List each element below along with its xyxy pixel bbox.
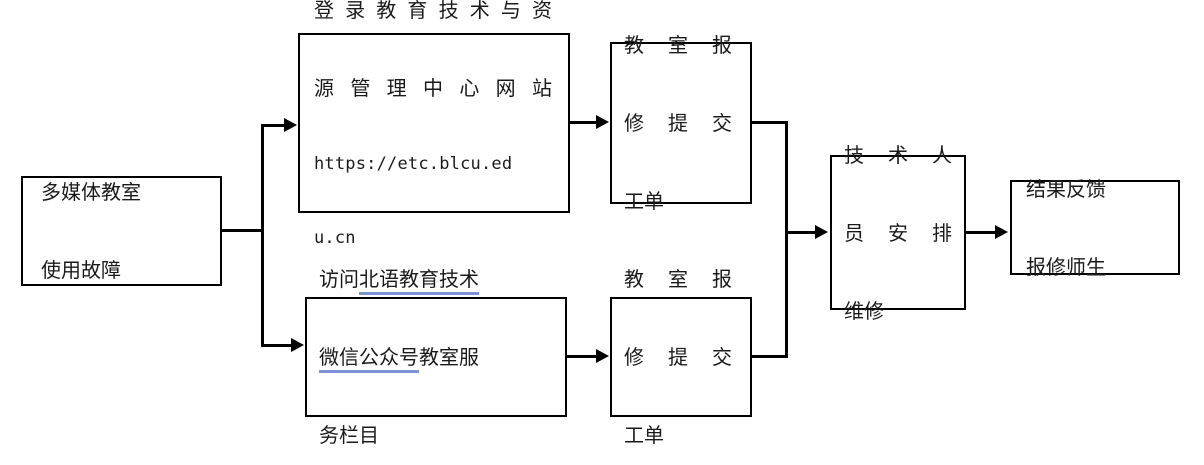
node-ticket-bottom-text: 教室报 修提交 工单 xyxy=(612,214,750,465)
node-wechat-line-3: 务栏目 xyxy=(319,423,379,447)
connector-ticket-top-to-merge xyxy=(752,121,788,124)
node-website-url-line-2: u.cn xyxy=(314,228,356,248)
arrowhead-into-technician xyxy=(815,225,828,239)
node-technician-line-2: 员安排 xyxy=(844,220,952,245)
node-website-line-1: 登录教育技术与资 xyxy=(314,0,552,22)
node-ticket-submit-bottom[interactable]: 教室报 修提交 工单 xyxy=(610,267,752,447)
node-start-line-1: 多媒体教室 xyxy=(41,180,141,204)
arrowhead-into-ticket-bottom xyxy=(596,349,609,363)
node-wechat-link-part-1[interactable]: 北语教育技术 xyxy=(359,267,479,295)
node-ticket-top-text: 教室报 修提交 工单 xyxy=(612,0,750,266)
node-start-multimedia-classroom-fault[interactable]: 多媒体教室 使用故障 xyxy=(21,176,222,286)
node-website-line-2: 源管理中心网站 xyxy=(314,75,552,100)
node-wechat-suffix-1: 教室服 xyxy=(419,345,479,369)
node-start-line-2: 使用故障 xyxy=(41,258,121,282)
arrowhead-into-result xyxy=(995,225,1008,239)
node-wechat-prefix: 访问 xyxy=(319,267,359,291)
connector-split-to-wechat xyxy=(261,344,294,347)
node-result-line-2: 报修师生 xyxy=(1026,254,1106,279)
node-technician-schedule-repair[interactable]: 技术人 员安排 维修 xyxy=(830,143,966,323)
node-website-url-line-1: https://etc.blcu.ed xyxy=(314,153,513,174)
connector-start-to-split xyxy=(222,229,264,232)
node-technician-line-1: 技术人 xyxy=(844,142,952,167)
node-wechat-line-1: 访问北语教育技术 xyxy=(319,266,559,295)
node-result-feedback[interactable]: 结果反馈 报修师生 xyxy=(1010,177,1180,279)
node-technician-text: 技术人 员安排 维修 xyxy=(832,90,964,376)
connector-merge-to-technician xyxy=(785,231,816,234)
node-technician-line-3: 维修 xyxy=(844,298,884,323)
node-wechat-text: 访问北语教育技术 微信公众号教室服 务栏目 xyxy=(307,214,565,465)
connector-split-vertical xyxy=(261,124,264,347)
node-visit-wechat-official-account[interactable]: 访问北语教育技术 微信公众号教室服 务栏目 xyxy=(305,267,567,447)
node-ticket-bottom-line-2: 修提交 xyxy=(624,345,732,369)
node-login-etc-website[interactable]: 登录教育技术与资 源管理中心网站 https://etc.blcu.ed u.c… xyxy=(298,0,570,248)
node-ticket-bottom-line-3: 工单 xyxy=(624,423,664,447)
node-website-text: 登录教育技术与资 源管理中心网站 https://etc.blcu.ed u.c… xyxy=(300,0,568,301)
arrowhead-into-ticket-top xyxy=(596,115,609,129)
connector-wechat-to-ticket-bottom xyxy=(567,355,597,358)
node-wechat-line-2: 微信公众号教室服 xyxy=(319,344,559,373)
node-result-text: 结果反馈 报修师生 xyxy=(1012,124,1178,332)
arrowhead-into-website xyxy=(284,118,297,132)
node-ticket-top-line-1: 教室报 xyxy=(624,33,732,57)
node-result-line-1: 结果反馈 xyxy=(1026,176,1106,201)
arrowhead-into-wechat xyxy=(291,338,304,352)
node-wechat-link-part-2[interactable]: 微信公众号 xyxy=(319,345,419,373)
node-ticket-submit-top[interactable]: 教室报 修提交 工单 xyxy=(610,33,752,213)
node-start-text: 多媒体教室 使用故障 xyxy=(23,127,220,335)
node-ticket-bottom-line-1: 教室报 xyxy=(624,267,732,291)
connector-website-to-ticket-top xyxy=(570,121,598,124)
connector-split-to-website xyxy=(261,124,287,127)
node-ticket-top-line-2: 修提交 xyxy=(624,111,732,135)
connector-merge-vertical xyxy=(785,121,788,358)
node-ticket-top-line-3: 工单 xyxy=(624,189,664,213)
connector-ticket-bottom-to-merge xyxy=(752,355,788,358)
connector-technician-to-result xyxy=(966,231,997,234)
